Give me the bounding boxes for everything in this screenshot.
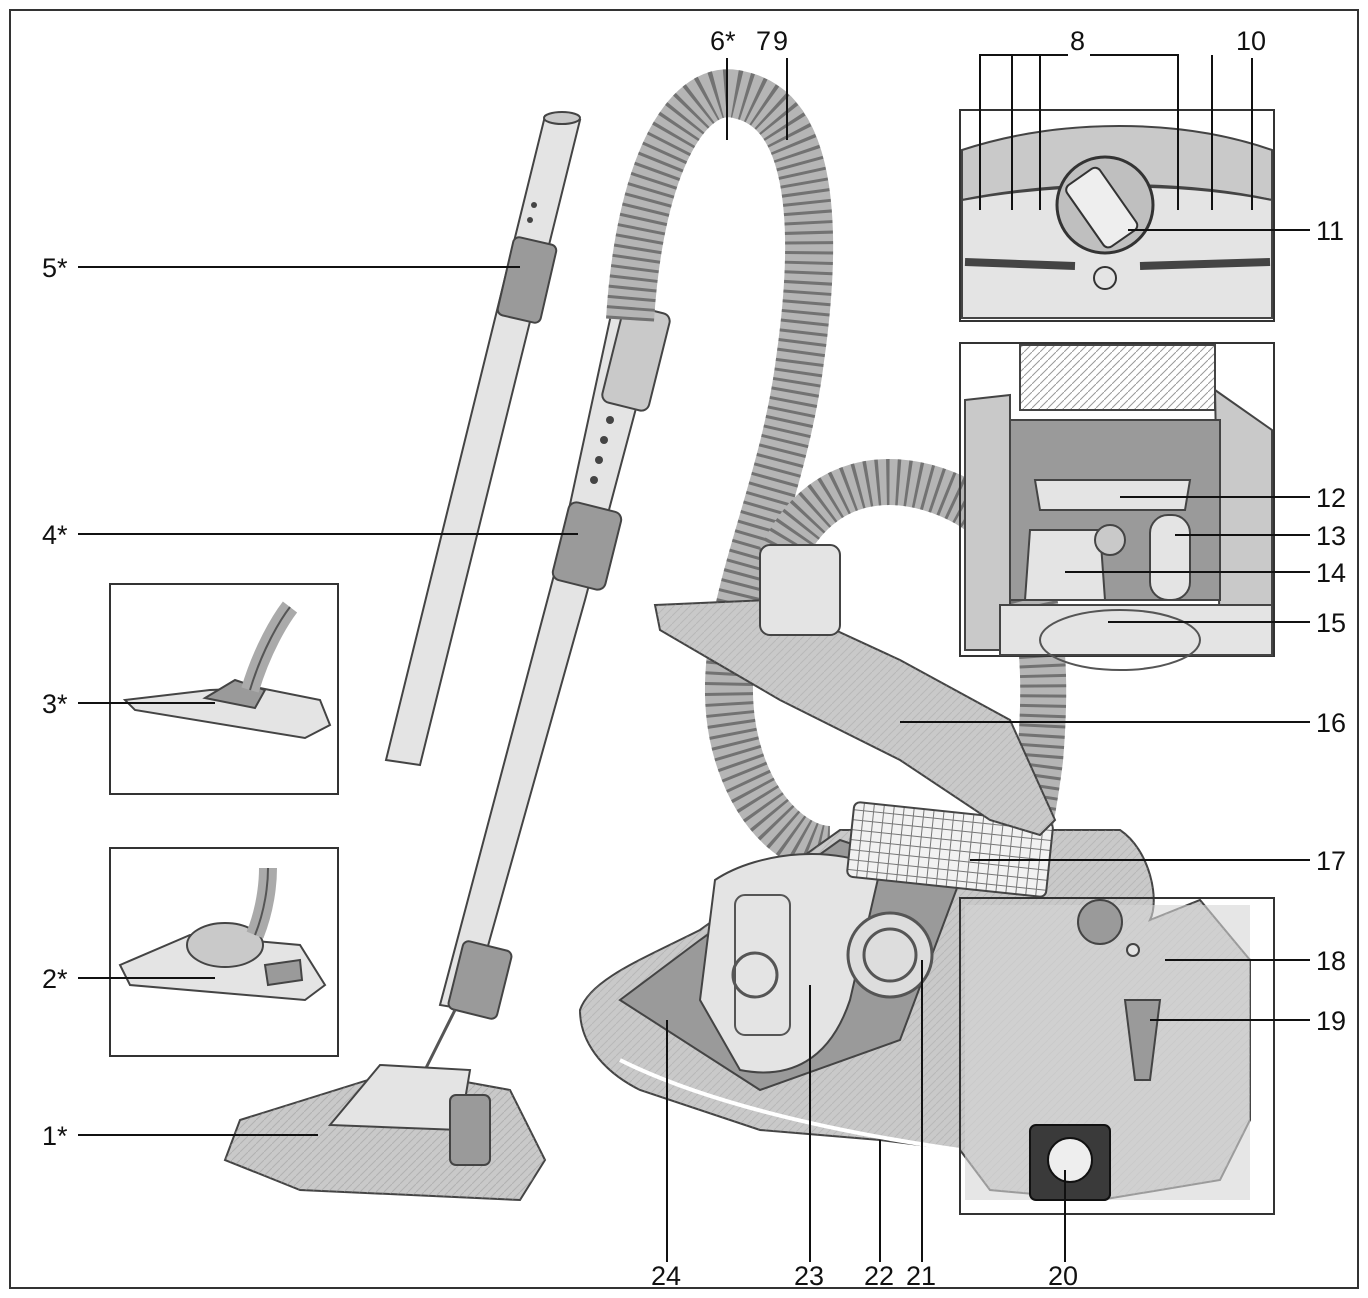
label-19: 19	[1316, 1006, 1346, 1036]
floor-nozzle-illustration	[223, 1063, 547, 1202]
label-18: 18	[1316, 946, 1346, 976]
inset-open-compartment	[959, 342, 1275, 671]
label-7: 7	[756, 26, 771, 56]
label-13: 13	[1316, 521, 1346, 551]
leader-lines	[78, 54, 1310, 1262]
label-8: 8	[1070, 26, 1085, 56]
label-15: 15	[1316, 608, 1346, 638]
label-3: 3*	[42, 689, 68, 719]
label-11: 11	[1316, 216, 1344, 246]
label-5: 5*	[42, 253, 68, 283]
inset-nozzle-2	[109, 847, 339, 1057]
label-9: 9	[773, 26, 788, 56]
label-23: 23	[794, 1261, 824, 1291]
outer-border	[9, 9, 1359, 1289]
inset-nozzle-3	[109, 583, 339, 795]
inset-front-body	[959, 897, 1275, 1215]
label-21: 21	[906, 1261, 936, 1291]
label-2: 2*	[42, 964, 68, 994]
telescopic-tube-illustration	[418, 304, 671, 1081]
label-20: 20	[1048, 1261, 1078, 1291]
label-24: 24	[651, 1261, 681, 1291]
label-6: 6*	[710, 26, 736, 56]
inset-control-panel	[959, 109, 1275, 322]
part-labels: 5* 4* 3* 2* 1* 6* 7 9 8 10 11 12 13 14 1…	[42, 26, 1346, 1291]
label-12: 12	[1316, 483, 1346, 513]
extension-tube-illustration	[384, 111, 582, 767]
label-16: 16	[1316, 708, 1346, 738]
vacuum-body-illustration	[578, 544, 1251, 1202]
label-4: 4*	[42, 520, 68, 550]
label-17: 17	[1316, 846, 1346, 876]
label-1: 1*	[42, 1121, 68, 1151]
label-22: 22	[864, 1261, 894, 1291]
label-14: 14	[1316, 558, 1346, 588]
label-10: 10	[1236, 26, 1266, 56]
